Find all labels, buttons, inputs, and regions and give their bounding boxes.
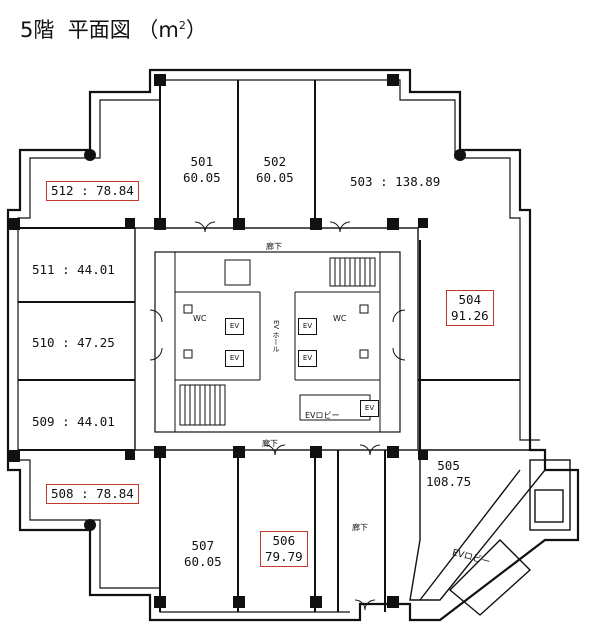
unit-504-id: 504 [458, 292, 482, 307]
page-title: 5階 平面図 （m2） [20, 14, 207, 44]
unit-502-label: 502 60.05 [256, 154, 294, 186]
unit-502-area: 60.05 [256, 170, 294, 185]
corridor-label-bottom: 廊下 [262, 439, 278, 448]
unit-506-label: 506 79.79 [260, 531, 308, 567]
unit-507-label: 507 60.05 [184, 538, 222, 570]
unit-506-id: 506 [272, 533, 296, 548]
unit-502-id: 502 [263, 154, 287, 169]
corridor-label-top: 廊下 [266, 242, 282, 251]
partition-walls [18, 80, 520, 612]
unit-501-area: 60.05 [183, 170, 221, 185]
title-unit-close: ） [185, 18, 207, 42]
wc-label-right: WC [333, 314, 347, 323]
ev-lobby-label: EVロビー [305, 411, 340, 420]
ev-box-left-2: EV [225, 350, 244, 367]
ev-box-right-1: EV [298, 318, 317, 335]
ev-lobby-wing [409, 449, 571, 616]
unit-512-label: 512 : 78.84 [46, 181, 139, 201]
title-unit-open: （m [137, 18, 179, 42]
core-inner [154, 251, 401, 433]
unit-503-label: 503 : 138.89 [350, 174, 441, 189]
unit-506-area: 79.79 [265, 549, 303, 564]
small-column-markers [183, 304, 369, 359]
columns [8, 74, 466, 608]
unit-505-id: 505 [437, 458, 460, 473]
ev-hall-label: EV ホール [272, 320, 280, 353]
unit-505-label: 505 108.75 [426, 458, 471, 490]
title-unit-sup: 2 [178, 19, 186, 32]
title-floor: 5階 [20, 18, 55, 42]
unit-508-label: 508 : 78.84 [46, 484, 139, 504]
corridor-label-south: 廊下 [352, 523, 368, 532]
ev-box-left-1: EV [225, 318, 244, 335]
unit-507-area: 60.05 [184, 554, 222, 569]
title-name: 平面図 [67, 18, 131, 42]
unit-510-label: 510 : 47.25 [32, 335, 115, 350]
unit-511-label: 511 : 44.01 [32, 262, 115, 277]
unit-504-area: 91.26 [451, 308, 489, 323]
unit-501-id: 501 [190, 154, 214, 169]
unit-504-label: 504 91.26 [446, 290, 494, 326]
ev-box-right-2: EV [298, 350, 317, 367]
ev-box-lobby: EV [360, 400, 379, 417]
core-details [149, 221, 406, 611]
wc-label-left: WC [193, 314, 207, 323]
outer-walls [6, 68, 580, 622]
unit-505-area: 108.75 [426, 474, 472, 489]
unit-507-id: 507 [191, 538, 215, 553]
unit-501-label: 501 60.05 [183, 154, 221, 186]
unit-509-label: 509 : 44.01 [32, 414, 115, 429]
